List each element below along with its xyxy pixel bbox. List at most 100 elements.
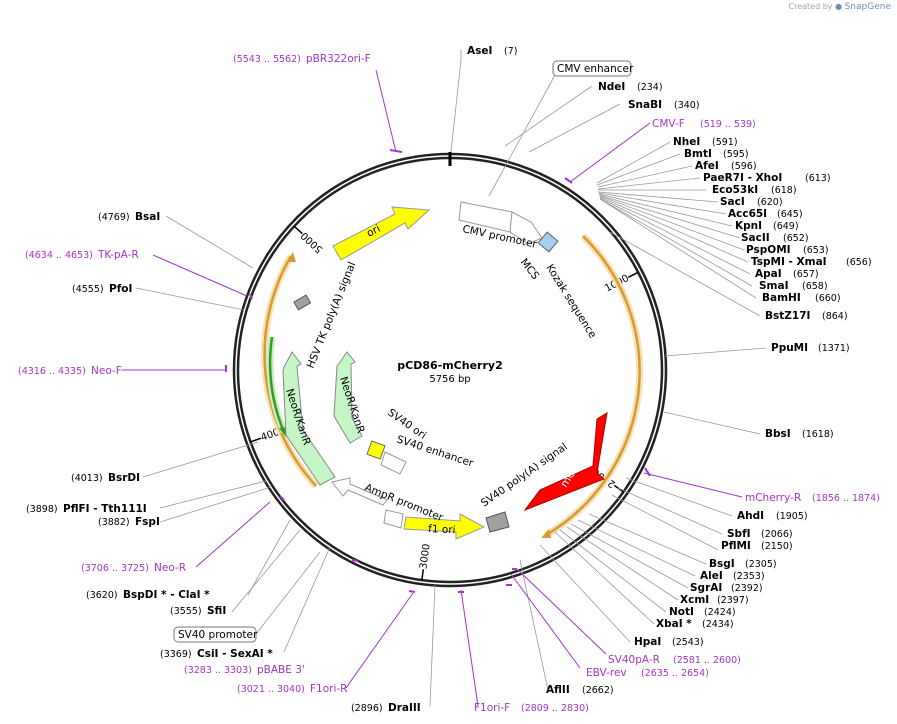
enzyme-label[interactable]: PflMI bbox=[721, 540, 751, 552]
primer-label[interactable]: Neo-F bbox=[91, 365, 122, 377]
enzyme-label[interactable]: FspI bbox=[135, 516, 160, 528]
primer-label[interactable]: F1ori-R bbox=[310, 683, 347, 695]
label-kozak: Kozak sequence bbox=[543, 262, 598, 340]
primer-label[interactable]: pBR322ori-F bbox=[306, 53, 371, 65]
feature-ampr-promoter-box[interactable] bbox=[383, 509, 404, 529]
feature-mcs[interactable] bbox=[537, 231, 559, 253]
enzyme-label[interactable]: Acc65I bbox=[728, 208, 767, 220]
enzyme-label[interactable]: CsiI - SexAI * bbox=[197, 648, 273, 660]
enzyme-label[interactable]: AflII bbox=[546, 684, 570, 696]
enzyme-label[interactable]: BamHI bbox=[762, 292, 801, 304]
feature-sv40-enhancer[interactable] bbox=[380, 451, 407, 475]
feature-cmv-promoter-part2[interactable] bbox=[509, 211, 543, 245]
enzyme-label[interactable]: AleI bbox=[700, 570, 723, 582]
feature-neor-kanr[interactable] bbox=[282, 351, 336, 486]
enzyme-label[interactable]: SnaBI bbox=[628, 99, 662, 111]
enzyme-label[interactable]: SfiI bbox=[207, 605, 226, 617]
enzyme-leaders bbox=[135, 50, 767, 707]
feature-ori[interactable] bbox=[332, 206, 431, 261]
enzyme-label[interactable]: DraIII bbox=[388, 702, 421, 714]
enzyme-label[interactable]: NotI bbox=[669, 606, 694, 618]
enzyme-label[interactable]: NheI bbox=[673, 136, 700, 148]
enzyme-label[interactable]: SacII bbox=[741, 232, 770, 244]
enzyme-pos: (657) bbox=[793, 269, 819, 280]
enzyme-label[interactable]: TspMI - XmaI bbox=[751, 256, 827, 268]
enzyme-label[interactable]: BsrDI bbox=[108, 472, 140, 484]
enzyme-label[interactable]: KpnI bbox=[735, 220, 762, 232]
enzyme-pos: (4555) bbox=[72, 284, 104, 295]
label-mcs: MCS bbox=[518, 256, 542, 282]
ruler-tick bbox=[293, 225, 303, 235]
enzyme-pos: (3898) bbox=[26, 504, 58, 515]
enzyme-label[interactable]: PfoI bbox=[109, 283, 132, 295]
enzyme-pos: (2397) bbox=[717, 595, 749, 606]
enzyme-label[interactable]: BstZ17I bbox=[765, 310, 810, 322]
feature-sv40-ori[interactable] bbox=[366, 440, 386, 460]
primer-pos: (3706 .. 3725) bbox=[81, 563, 149, 574]
feature-mcherry2[interactable] bbox=[523, 412, 608, 512]
snapgene-credit: Created by ● SnapGene bbox=[789, 2, 892, 12]
callout-sv40-promoter[interactable]: SV40 promoter bbox=[178, 629, 258, 641]
primer-pos: (3021 .. 3040) bbox=[237, 684, 305, 695]
snapgene-logo-icon: ● bbox=[835, 2, 843, 11]
enzyme-pos: (2896) bbox=[351, 703, 383, 714]
enzyme-label[interactable]: AfeI bbox=[695, 160, 719, 172]
enzyme-label[interactable]: PaeR7I - XhoI bbox=[703, 172, 782, 184]
enzyme-label[interactable]: SmaI bbox=[759, 280, 789, 292]
green-arc bbox=[268, 336, 286, 433]
enzyme-pos: (2305) bbox=[745, 559, 777, 570]
feature-sv40-polya[interactable] bbox=[485, 511, 510, 533]
primer-pos: (2581 .. 2600) bbox=[673, 655, 741, 666]
enzyme-label[interactable]: BspDI * - ClaI * bbox=[123, 589, 210, 601]
enzyme-label[interactable]: BbsI bbox=[765, 428, 791, 440]
enzyme-pos: (653) bbox=[803, 245, 829, 256]
ruler-tick-label: 5000 bbox=[299, 229, 325, 254]
callout-cmv-enhancer[interactable]: CMV enhancer bbox=[557, 63, 634, 75]
enzyme-label[interactable]: XbaI * bbox=[656, 618, 692, 630]
enzyme-label[interactable]: ApaI bbox=[755, 268, 782, 280]
feature-f1-ori[interactable] bbox=[403, 513, 486, 540]
primer-label[interactable]: CMV-F bbox=[652, 118, 685, 130]
ruler-tick bbox=[628, 271, 639, 278]
enzyme-pos: (2150) bbox=[761, 541, 793, 552]
orf-arc-right-head bbox=[541, 529, 551, 538]
enzyme-label[interactable]: SacI bbox=[720, 196, 745, 208]
enzyme-label[interactable]: BsaI bbox=[135, 211, 160, 223]
enzyme-pos: (864) bbox=[822, 311, 848, 322]
primer-label[interactable]: Neo-R bbox=[154, 562, 186, 574]
enzyme-pos: (656) bbox=[846, 257, 872, 268]
enzyme-pos: (591) bbox=[712, 137, 738, 148]
primer-label[interactable]: mCherry-R bbox=[745, 492, 801, 504]
enzyme-pos: (3882) bbox=[98, 517, 130, 528]
primer-label[interactable]: SV40pA-R bbox=[608, 654, 660, 666]
orf-arc-left-head bbox=[287, 252, 296, 262]
enzyme-label[interactable]: BmtI bbox=[684, 148, 712, 160]
primer-label[interactable]: pBABE 3' bbox=[257, 664, 305, 676]
feature-ampr-promoter[interactable] bbox=[331, 477, 388, 506]
enzyme-label[interactable]: Eco53kI bbox=[712, 184, 758, 196]
enzyme-label[interactable]: PspOMI bbox=[746, 244, 791, 256]
enzyme-pos: (2066) bbox=[761, 529, 793, 540]
enzyme-pos: (613) bbox=[805, 173, 831, 184]
primer-labels: (5543 .. 5562) pBR322ori-F CMV-F (519 ..… bbox=[18, 53, 880, 714]
enzyme-label[interactable]: XcmI bbox=[680, 594, 709, 606]
enzyme-label[interactable]: BsgI bbox=[709, 558, 735, 570]
callout-box-sv40-promoter bbox=[173, 626, 257, 643]
enzyme-label[interactable]: PflFI - Tth111I bbox=[63, 503, 147, 515]
feature-neor-kanr-inner[interactable] bbox=[333, 351, 363, 444]
primer-label[interactable]: EBV-rev bbox=[586, 667, 627, 679]
primer-label[interactable]: TK-pA-R bbox=[97, 249, 139, 261]
enzyme-label[interactable]: AhdI bbox=[737, 510, 764, 522]
feature-hsv-tk-polya[interactable] bbox=[293, 294, 312, 311]
enzyme-label[interactable]: NdeI bbox=[598, 81, 625, 93]
primer-label[interactable]: F1ori-F bbox=[474, 702, 510, 714]
enzyme-label[interactable]: AseI bbox=[467, 45, 492, 57]
orf-arc-left bbox=[263, 255, 317, 487]
enzyme-label[interactable]: PpuMI bbox=[771, 342, 808, 354]
enzyme-label[interactable]: SgrAI bbox=[690, 582, 722, 594]
enzyme-label[interactable]: HpaI bbox=[634, 636, 661, 648]
enzyme-label[interactable]: SbfI bbox=[727, 528, 751, 540]
enzyme-pos: (234) bbox=[637, 82, 663, 93]
label-sv40-polya: SV40 poly(A) signal bbox=[479, 441, 570, 510]
primer-pos: (4316 .. 4335) bbox=[18, 366, 86, 377]
